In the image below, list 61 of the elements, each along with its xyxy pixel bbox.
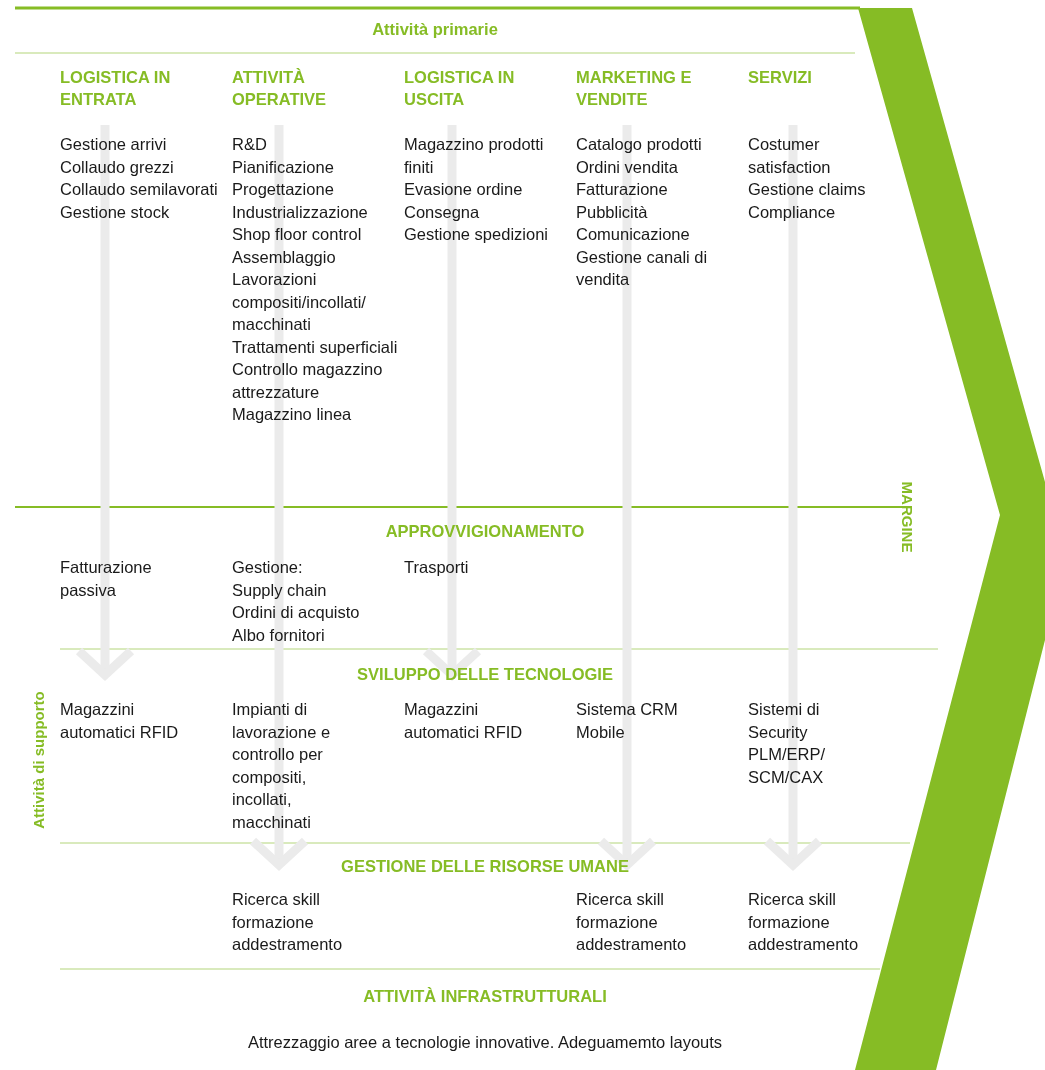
column-heading: LOGISTICA IN ENTRATA — [60, 67, 172, 110]
activity-item: Magazzini automatici RFID — [60, 699, 180, 743]
section-heading: SVILUPPO DELLE TECNOLOGIE — [357, 665, 613, 683]
activity-item: Magazzino prodotti finiti — [404, 134, 545, 178]
activity-item: Trasporti — [404, 557, 469, 578]
activity-item: Ricerca skill — [748, 889, 836, 910]
activity-item: Gestione: — [232, 557, 303, 578]
activity-item: Fatturazione passiva — [60, 557, 153, 601]
activity-item: Controllo magazzino attrezzature — [232, 359, 384, 403]
activity-item: Ordini vendita — [576, 156, 678, 178]
activity-item: Gestione stock — [60, 201, 170, 223]
activity-item: Collaudo grezzi — [60, 156, 174, 178]
activity-item: Compliance — [748, 201, 836, 223]
activity-item: formazione — [576, 911, 658, 933]
section-heading: APPROVVIGIONAMENTO — [385, 522, 585, 540]
activity-item: addestramento — [576, 934, 687, 955]
activity-item: Consegna — [404, 201, 480, 223]
section-heading: GESTIONE DELLE RISORSE UMANE — [341, 857, 629, 875]
activity-item: addestramento — [232, 934, 343, 955]
activity-item: Industrializzazione — [232, 201, 368, 223]
activity-item: Ricerca skill — [576, 889, 664, 910]
activity-item: Pubblicità — [576, 201, 648, 223]
margin-label: MARGINE — [898, 481, 916, 553]
activity-item: Costumer satisfaction — [748, 134, 832, 178]
activity-item: Impianti di lavorazione e controllo per compositi, incollati, macchinati — [232, 699, 332, 833]
activity-item: Sistema CRM — [576, 699, 678, 720]
activity-item: Magazzino linea — [232, 404, 352, 425]
activity-item: Sistemi di Security PLM/ERP/ SCM/CAX — [748, 699, 827, 788]
section-heading: ATTIVITÀ INFRASTRUTTURALI — [363, 987, 607, 1005]
section-heading: Attività primarie — [372, 20, 498, 38]
column-heading: LOGISTICA IN USCITA — [404, 67, 516, 110]
activity-item: Gestione arrivi — [60, 134, 167, 155]
activity-item: Fatturazione — [576, 179, 668, 200]
column-heading: ATTIVITÀ OPERATIVE — [232, 67, 328, 110]
activity-item: Ricerca skill — [232, 889, 320, 910]
activity-item: Trattamenti superficiali — [232, 336, 398, 358]
activity-item: Magazzini automatici RFID — [404, 699, 524, 743]
activity-item: Albo fornitori — [232, 624, 325, 646]
activity-item: Collaudo semilavorati — [60, 179, 218, 200]
activity-item: Evasione ordine — [404, 179, 523, 200]
description-text: Attrezzaggio aree a tecnologie innovative. Adeguamemto layouts — [247, 1033, 723, 1051]
activity-item: addestramento — [748, 934, 859, 955]
column-heading: SERVIZI — [748, 67, 813, 88]
activity-item: formazione — [232, 911, 314, 933]
activity-item: Pianificazione — [232, 156, 334, 178]
activity-item: Gestione spedizioni — [404, 224, 548, 245]
activity-item: Comunicazione — [576, 224, 690, 245]
activity-item: R&D — [232, 134, 267, 155]
activity-item: Assemblaggio — [232, 246, 336, 268]
activity-item: Supply chain — [232, 579, 327, 601]
activity-item: Gestione canali di vendita — [576, 246, 709, 290]
activity-item: Ordini di acquisto — [232, 602, 360, 623]
column-heading: MARKETING E VENDITE — [576, 67, 693, 110]
activity-item: formazione — [748, 911, 830, 933]
activity-item: Progettazione — [232, 179, 334, 200]
activity-item: Gestione claims — [748, 179, 866, 200]
activity-item: Shop floor control — [232, 224, 362, 245]
side-label: Attività di supporto — [29, 691, 47, 829]
activity-item: Lavorazioni compositi/incollati/ macchinati — [232, 269, 367, 335]
activity-item: Mobile — [576, 721, 625, 743]
activity-item: Catalogo prodotti — [576, 134, 702, 155]
